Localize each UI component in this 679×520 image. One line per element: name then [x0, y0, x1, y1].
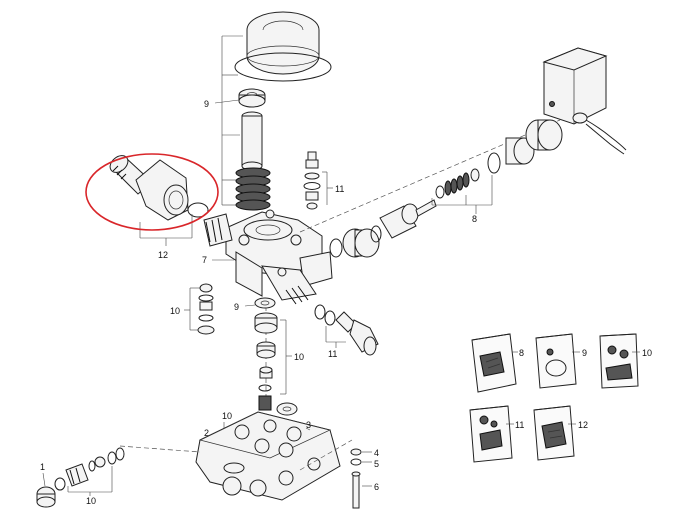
kit-bag-9: 9: [535, 333, 587, 389]
plunger-pin: [241, 111, 263, 171]
washer-part-9: 9: [204, 88, 266, 109]
kit-label-11: 11: [515, 420, 524, 430]
inlet-fitting-part-12: 12: [109, 155, 209, 260]
crankcase-seal: [234, 11, 332, 82]
drain-plug-part-1: 1 10: [36, 447, 125, 508]
kit-bag-10: 10: [599, 333, 652, 389]
callout-8-shaft: 8: [472, 214, 477, 224]
valve-group-part-10-left: 10: [170, 283, 215, 335]
piston-stack: 9 10: [234, 297, 304, 416]
kit-bag-8: 8: [471, 333, 524, 393]
callout-5: 5: [374, 459, 379, 469]
kit-label-9: 9: [582, 348, 587, 358]
callout-1: 1: [40, 462, 45, 472]
callout-4: 4: [374, 448, 379, 458]
callout-9-top: 9: [204, 99, 209, 109]
highlight-ellipse: [85, 153, 219, 231]
kit-label-10: 10: [642, 348, 652, 358]
callout-10-bottom: 10: [86, 496, 96, 506]
kit-bag-11: 11: [469, 405, 524, 463]
assembly-guide-lines: [221, 35, 243, 206]
kit-label-12: 12: [578, 420, 588, 430]
cylinder-head-part-3: 3: [119, 411, 353, 501]
callout-7: 7: [202, 255, 207, 265]
kit-bag-12: 12: [533, 405, 588, 461]
callout-9-mid: 9: [234, 302, 239, 312]
callout-3: 3: [306, 420, 311, 430]
motor-housing: [542, 47, 627, 155]
callout-6: 6: [374, 482, 379, 492]
callout-11-top: 11: [335, 184, 344, 194]
callout-10-mid: 10: [294, 352, 304, 362]
kit-label-8: 8: [519, 348, 524, 358]
spring: [235, 167, 271, 211]
shaft-assembly-part-8: 8: [299, 119, 563, 258]
pump-manifold: 7: [202, 209, 333, 305]
callout-10-low: 10: [222, 411, 232, 421]
valve-group-part-11-mid: 11: [314, 304, 379, 359]
callout-11-mid: 11: [328, 349, 337, 359]
bolt-set-parts-4-5-6: 4 5 6: [350, 448, 379, 509]
callout-10-left: 10: [170, 306, 180, 316]
callout-2: 2: [204, 428, 209, 438]
callout-12-inlet: 12: [158, 250, 168, 260]
valve-stack-part-11-top: 11: [303, 151, 344, 210]
